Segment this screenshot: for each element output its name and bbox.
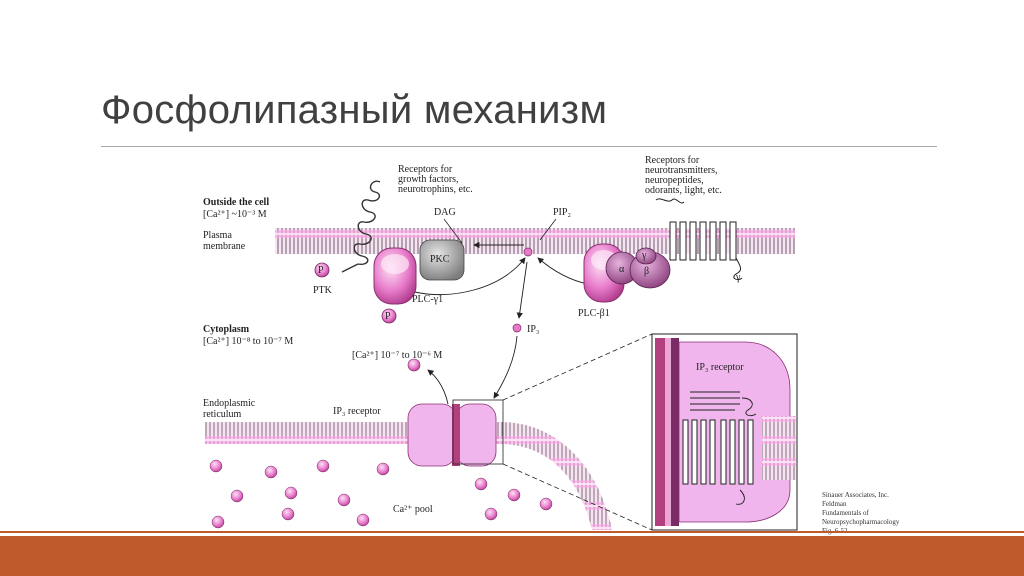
pip2-to-ip3-arrow <box>516 261 528 319</box>
beta-label: β <box>644 266 649 277</box>
p-label-2: P <box>385 311 391 322</box>
plasma-membrane-label-1: Plasma <box>203 230 232 241</box>
plasma-membrane <box>275 228 795 254</box>
g-protein <box>605 247 671 289</box>
ip3-receptor-channel <box>407 403 497 467</box>
title-divider <box>101 146 937 147</box>
dag-label: DAG <box>434 207 456 218</box>
er-label-1: Endoplasmic <box>203 398 256 409</box>
credit-line-2: Feldman <box>822 500 847 508</box>
plc-g1-label: PLC-γ1 <box>412 294 443 305</box>
plc-b1-label: PLC-β1 <box>578 308 610 319</box>
plasma-membrane-label-2: membrane <box>203 241 246 252</box>
footer-thin-stripe <box>0 531 1024 533</box>
gamma-label: γ <box>641 250 647 261</box>
pip2-molecule <box>523 247 533 257</box>
receptors-growth-2: growth factors, <box>398 174 459 185</box>
phosphate-ptk <box>314 262 330 278</box>
footer-bar <box>0 536 1024 576</box>
ca-pool-label: Ca²⁺ pool <box>393 504 433 515</box>
cytoplasm-label: Cytoplasm <box>203 324 250 335</box>
pip2-label: PIP₂ <box>553 207 571 218</box>
outside-ca-label: [Ca²⁺] ~10⁻³ M <box>203 209 267 220</box>
er-label-2: reticulum <box>203 409 242 420</box>
growth-factor-receptor <box>341 180 381 273</box>
outside-cell-label: Outside the cell <box>203 197 269 208</box>
zoom-source-box <box>452 399 504 465</box>
ca-pool-ions <box>209 459 553 529</box>
alpha-label: α <box>619 264 625 275</box>
plc-gamma1-protein <box>373 247 417 305</box>
gpcr-tail-label: γ <box>735 272 741 283</box>
receptors-neuro-4: odorants, light, etc. <box>645 185 722 196</box>
ca-release-label: [Ca²⁺] 10⁻⁷ to 10⁻⁶ M <box>352 350 442 361</box>
pkc-protein <box>419 239 465 281</box>
ip3-to-receptor-arrow <box>493 335 518 399</box>
gpcr-receptor <box>655 198 743 281</box>
ca-release-arrow <box>427 369 449 405</box>
credit-line-4: Neuropsychopharmacology <box>822 518 900 526</box>
zoom-line-bottom <box>502 463 653 531</box>
receptors-neuro-1: Receptors for <box>645 155 700 166</box>
ip3-receptor-zoom-label: IP₃ receptor <box>696 362 744 373</box>
receptors-neuro-3: neuropeptides, <box>645 175 704 186</box>
cytoplasm-ca-label: [Ca²⁺] 10⁻⁸ to 10⁻⁷ M <box>203 336 293 347</box>
phosphate-plc <box>381 308 397 324</box>
ip3-receptor-label: IP₃ receptor <box>333 406 381 417</box>
ip3-label: IP₃ <box>527 324 539 335</box>
ip3-receptor-zoom-panel <box>651 333 798 531</box>
receptors-growth-3: neurotrophins, etc. <box>398 184 473 195</box>
p-label-1: P <box>318 265 324 276</box>
zoom-line-top <box>502 333 653 401</box>
ptk-label: PTK <box>313 285 333 296</box>
plcb-arrow <box>537 257 589 285</box>
credit-line-1: Sinauer Associates, Inc. <box>822 491 889 499</box>
ca-ion-released <box>407 358 421 372</box>
pkc-label: PKC <box>430 254 450 265</box>
plcg-arrow <box>414 257 526 296</box>
dag-pointer <box>443 218 463 244</box>
ip3-molecule <box>512 323 522 333</box>
receptors-growth-1: Receptors for <box>398 164 453 175</box>
slide-title: Фосфолипазный механизм <box>101 88 608 132</box>
pip2-pointer <box>539 218 557 241</box>
credit-line-3: Fundamentals of <box>822 509 870 517</box>
receptors-neuro-2: neurotransmitters, <box>645 165 717 176</box>
